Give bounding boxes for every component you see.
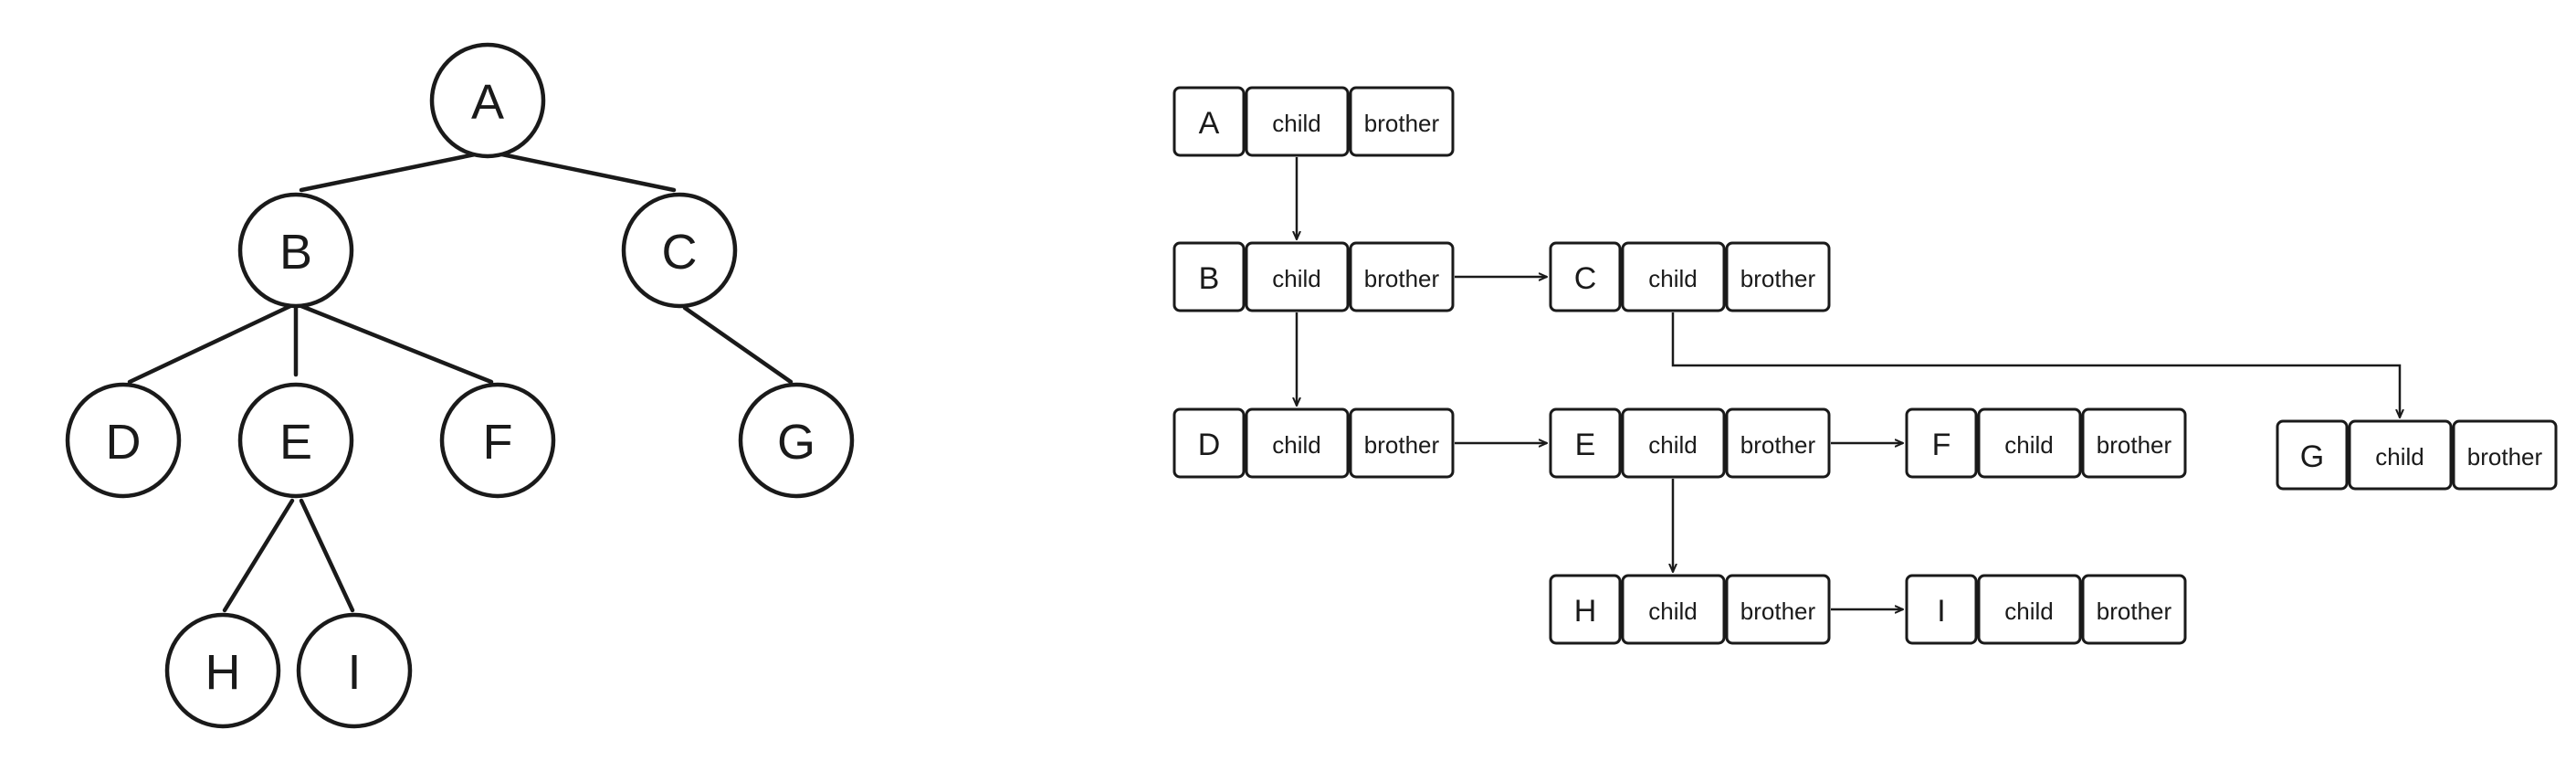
- tree-edge-e-h: [222, 498, 295, 613]
- record-name: I: [1937, 594, 1945, 629]
- tree-node-label: C: [662, 225, 698, 280]
- record-name: D: [1198, 428, 1221, 462]
- record-name: H: [1574, 594, 1597, 629]
- record-name: F: [1932, 428, 1951, 462]
- child-field-cell: [1245, 241, 1350, 312]
- child-field-label: child: [1648, 598, 1697, 625]
- tree-node-f: F: [439, 382, 556, 499]
- child-brother-list: A child brother B child brother C child …: [1172, 86, 2558, 645]
- brother-field-cell: [1725, 574, 1831, 645]
- brother-field-label: brother: [1740, 431, 1816, 459]
- child-field-cell: [1621, 574, 1726, 645]
- tree-node-label: E: [279, 415, 312, 470]
- list-record-g: G child brother: [2276, 419, 2558, 491]
- tree-node-i: I: [296, 612, 413, 729]
- tree-edge-a-b: [299, 150, 487, 193]
- child-field-cell: [2348, 419, 2453, 491]
- brother-field-cell: [1349, 407, 1455, 479]
- list-record-a: A child brother: [1172, 86, 1455, 157]
- record-name-cell: [1905, 407, 1978, 479]
- child-link-c-g: [1671, 312, 2400, 418]
- record-name-cell: [2276, 419, 2349, 491]
- record-name-cell: [1172, 407, 1246, 479]
- list-record-e: E child brother: [1549, 407, 1831, 479]
- tree-node-e: E: [237, 382, 354, 499]
- child-field-cell: [1621, 407, 1726, 479]
- record-name: G: [2300, 439, 2324, 474]
- tree-node-label: I: [347, 645, 361, 700]
- record-name: A: [1199, 106, 1220, 141]
- brother-field-cell: [1349, 241, 1455, 312]
- tree-node-b: B: [237, 192, 354, 309]
- brother-field-cell: [2452, 419, 2558, 491]
- brother-field-label: brother: [2467, 443, 2543, 471]
- brother-field-label: brother: [2097, 598, 2172, 625]
- tree-node-label: B: [279, 225, 312, 280]
- child-field-label: child: [1272, 265, 1320, 292]
- brother-field-label: brother: [1364, 431, 1440, 459]
- tree-node-label: G: [777, 415, 815, 470]
- brother-field-cell: [2081, 407, 2187, 479]
- general-tree: A B C D E F G H: [65, 42, 855, 729]
- record-name-cell: [1549, 241, 1622, 312]
- brother-field-label: brother: [1740, 598, 1816, 625]
- child-field-label: child: [1272, 431, 1320, 459]
- list-record-i: I child brother: [1905, 574, 2187, 645]
- child-field-cell: [1245, 86, 1350, 157]
- brother-field-cell: [1725, 407, 1831, 479]
- child-field-cell: [1977, 407, 2082, 479]
- child-field-cell: [1977, 574, 2082, 645]
- record-name-cell: [1905, 574, 1978, 645]
- brother-field-label: brother: [1364, 110, 1440, 137]
- tree-node-label: H: [205, 645, 241, 700]
- list-record-b: B child brother: [1172, 241, 1455, 312]
- tree-node-a: A: [429, 42, 546, 159]
- list-record-f: F child brother: [1905, 407, 2187, 479]
- child-field-cell: [1621, 241, 1726, 312]
- tree-edge-b-d: [127, 303, 293, 385]
- brother-field-label: brother: [1364, 265, 1440, 292]
- tree-node-label: F: [483, 415, 513, 470]
- child-field-label: child: [1648, 431, 1697, 459]
- brother-field-label: brother: [2097, 431, 2172, 459]
- child-field-label: child: [1648, 265, 1697, 292]
- record-name-cell: [1549, 574, 1622, 645]
- list-record-h: H child brother: [1549, 574, 1831, 645]
- tree-edge-c-g: [682, 305, 794, 385]
- child-field-label: child: [2004, 598, 2053, 625]
- child-field-label: child: [2004, 431, 2053, 459]
- list-record-d: D child brother: [1172, 407, 1455, 479]
- list-record-c: C child brother: [1549, 241, 1831, 312]
- tree-node-c: C: [621, 192, 738, 309]
- tree-edge-a-c: [490, 150, 677, 193]
- child-field-label: child: [2375, 443, 2424, 471]
- tree-node-d: D: [65, 382, 182, 499]
- brother-field-label: brother: [1740, 265, 1816, 292]
- record-name: E: [1575, 428, 1596, 462]
- tree-node-g: G: [738, 382, 855, 499]
- record-name-cell: [1172, 241, 1246, 312]
- record-name-cell: [1549, 407, 1622, 479]
- brother-field-cell: [1349, 86, 1455, 157]
- record-name: C: [1574, 261, 1597, 296]
- brother-field-cell: [1725, 241, 1831, 312]
- brother-field-cell: [2081, 574, 2187, 645]
- child-field-cell: [1245, 407, 1350, 479]
- tree-node-label: A: [471, 75, 504, 130]
- tree-edge-e-i: [299, 498, 355, 613]
- tree-node-h: H: [164, 612, 281, 729]
- child-field-label: child: [1272, 110, 1320, 137]
- record-name-cell: [1172, 86, 1246, 157]
- tree-node-label: D: [106, 415, 142, 470]
- tree-edge-b-f: [299, 303, 494, 385]
- record-name: B: [1199, 261, 1220, 296]
